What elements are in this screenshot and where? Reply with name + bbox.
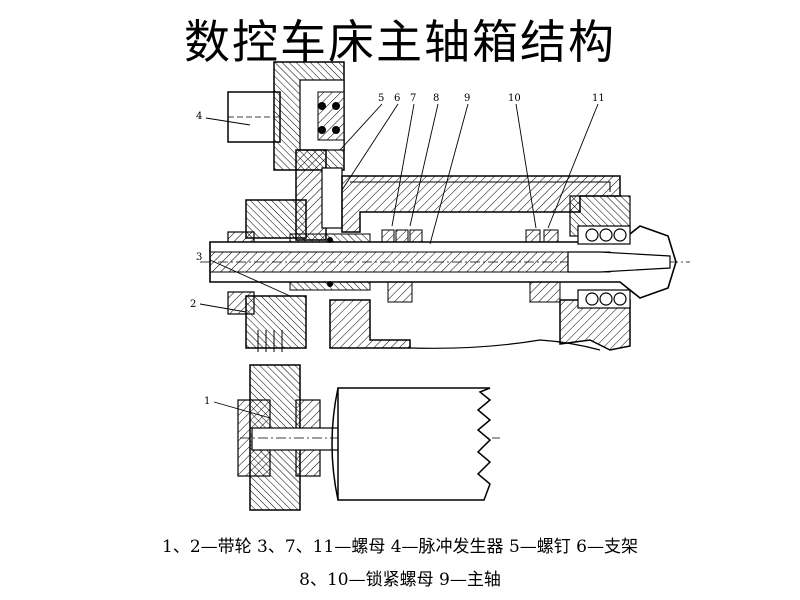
- motor: [331, 387, 492, 501]
- nuts-and-locknuts: [327, 229, 561, 303]
- legend-line-2: 8、10—锁紧螺母 9—主轴: [299, 570, 501, 590]
- callout-11: 11: [592, 93, 605, 104]
- belt-pulley-upper: [227, 199, 307, 352]
- callout-5: 5: [378, 93, 384, 104]
- callout-6: 6: [394, 93, 400, 104]
- slide-title: 数控车床主轴箱结构: [184, 15, 616, 69]
- callout-2: 2: [190, 299, 196, 310]
- callout-9: 9: [464, 93, 470, 104]
- callout-10: 10: [508, 93, 521, 104]
- callout-3: 3: [196, 252, 202, 263]
- callout-8: 8: [433, 93, 439, 104]
- front-bearings: [577, 225, 631, 309]
- callout-1: 1: [204, 396, 210, 407]
- legend-line-1: 1、2—带轮 3、7、11—螺母 4—脉冲发生器 5—螺钉 6—支架: [162, 537, 638, 557]
- main-spindle: [200, 225, 690, 299]
- callout-7: 7: [410, 93, 416, 104]
- housing: [329, 175, 631, 351]
- callout-leaders: [199, 103, 599, 419]
- spindle-box-drawing: 4 5 6 7 8 9 10 11 3 2 1: [190, 61, 690, 511]
- belt-pulley-lower: [237, 364, 500, 511]
- callout-4: 4: [196, 111, 202, 122]
